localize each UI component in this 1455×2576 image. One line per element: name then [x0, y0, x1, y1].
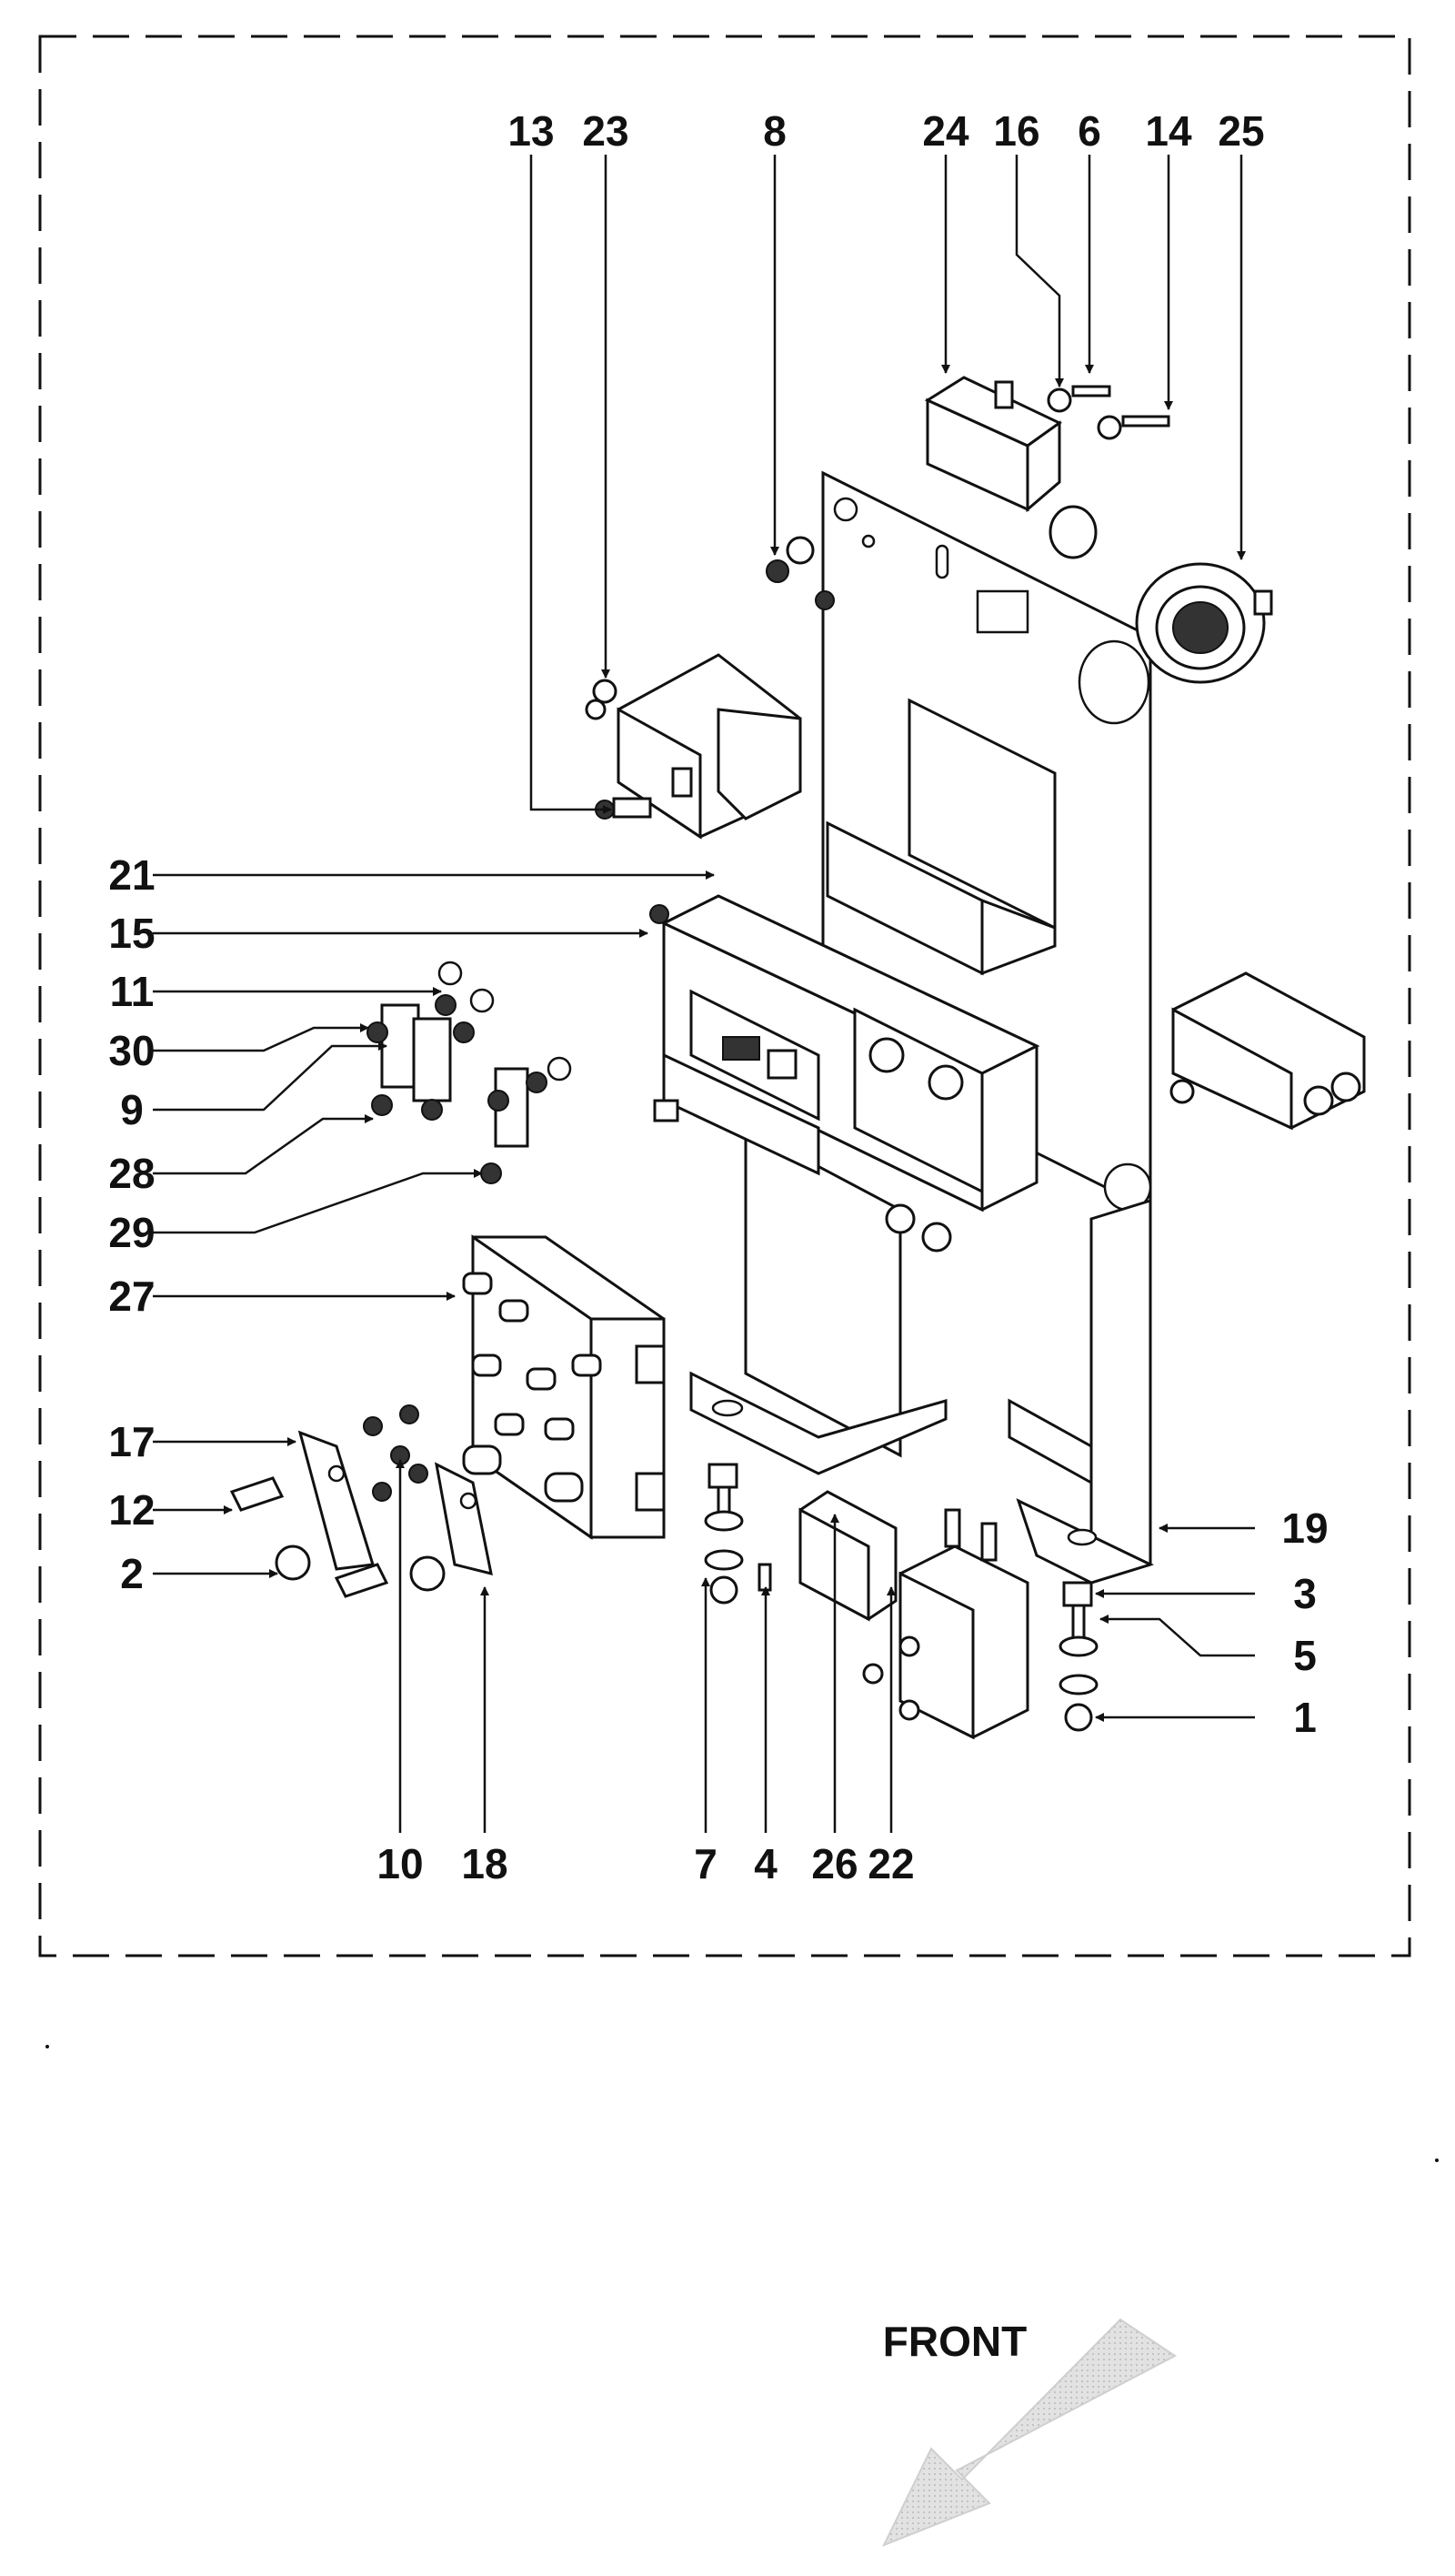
callout-22: 22 [868, 1840, 914, 1887]
callout-2: 2 [120, 1550, 144, 1597]
callout-24: 24 [922, 107, 969, 155]
fastener-hardware [704, 1463, 1099, 1732]
front-arrow-icon [881, 2318, 1177, 2547]
callout-27: 27 [108, 1273, 155, 1320]
motor-controller [660, 894, 1040, 1253]
callout-21: 21 [108, 851, 155, 899]
callout-6: 6 [1078, 107, 1101, 155]
micro-switch [924, 376, 1098, 559]
small-hardware [595, 385, 1170, 924]
callout-5: 5 [1293, 1632, 1317, 1679]
callout-12: 12 [108, 1486, 155, 1534]
callout-4: 4 [754, 1840, 778, 1887]
callout-19: 19 [1281, 1504, 1328, 1552]
fuse-link-group [366, 961, 572, 1184]
callout-23: 23 [582, 107, 628, 155]
callout-8: 8 [763, 107, 787, 155]
front-direction-indicator: FRONT [881, 2318, 1177, 2547]
solenoid-contactor [862, 1508, 1029, 1740]
callout-26: 26 [811, 1840, 858, 1887]
contactor-right [1169, 971, 1366, 1131]
callout-14: 14 [1145, 107, 1192, 155]
horn [1135, 562, 1273, 684]
callout-labels: 13 23 8 24 16 6 14 25 21 15 11 30 9 28 2… [108, 107, 1328, 1887]
frame-legs [689, 1125, 1155, 1585]
callout-28: 28 [108, 1150, 155, 1197]
callout-7: 7 [694, 1840, 717, 1887]
callout-11: 11 [110, 968, 155, 1015]
controller-mount-block [653, 1052, 820, 1176]
callout-18: 18 [461, 1840, 507, 1887]
assembly-boundary-frame [38, 35, 1411, 1957]
stray-dot-right [1435, 2158, 1439, 2162]
callout-3: 3 [1293, 1570, 1317, 1617]
relay [798, 1490, 898, 1622]
front-label: FRONT [883, 2318, 1027, 2365]
bus-bar-brackets [229, 1404, 493, 1598]
leader-lines [153, 155, 1255, 1833]
callout-13: 13 [507, 107, 554, 155]
callout-16: 16 [993, 107, 1039, 155]
contactor-upper [585, 653, 802, 840]
callout-9: 9 [120, 1086, 144, 1133]
callout-1: 1 [1293, 1694, 1317, 1741]
callout-30: 30 [108, 1027, 155, 1074]
stray-dot-left [45, 2045, 49, 2048]
plate-shelf-bracket [826, 820, 1057, 976]
callout-29: 29 [108, 1209, 155, 1256]
callout-17: 17 [108, 1418, 155, 1465]
callout-15: 15 [108, 910, 155, 957]
callout-25: 25 [1218, 107, 1264, 155]
callout-10: 10 [376, 1840, 423, 1887]
fuse-block [462, 1234, 666, 1540]
